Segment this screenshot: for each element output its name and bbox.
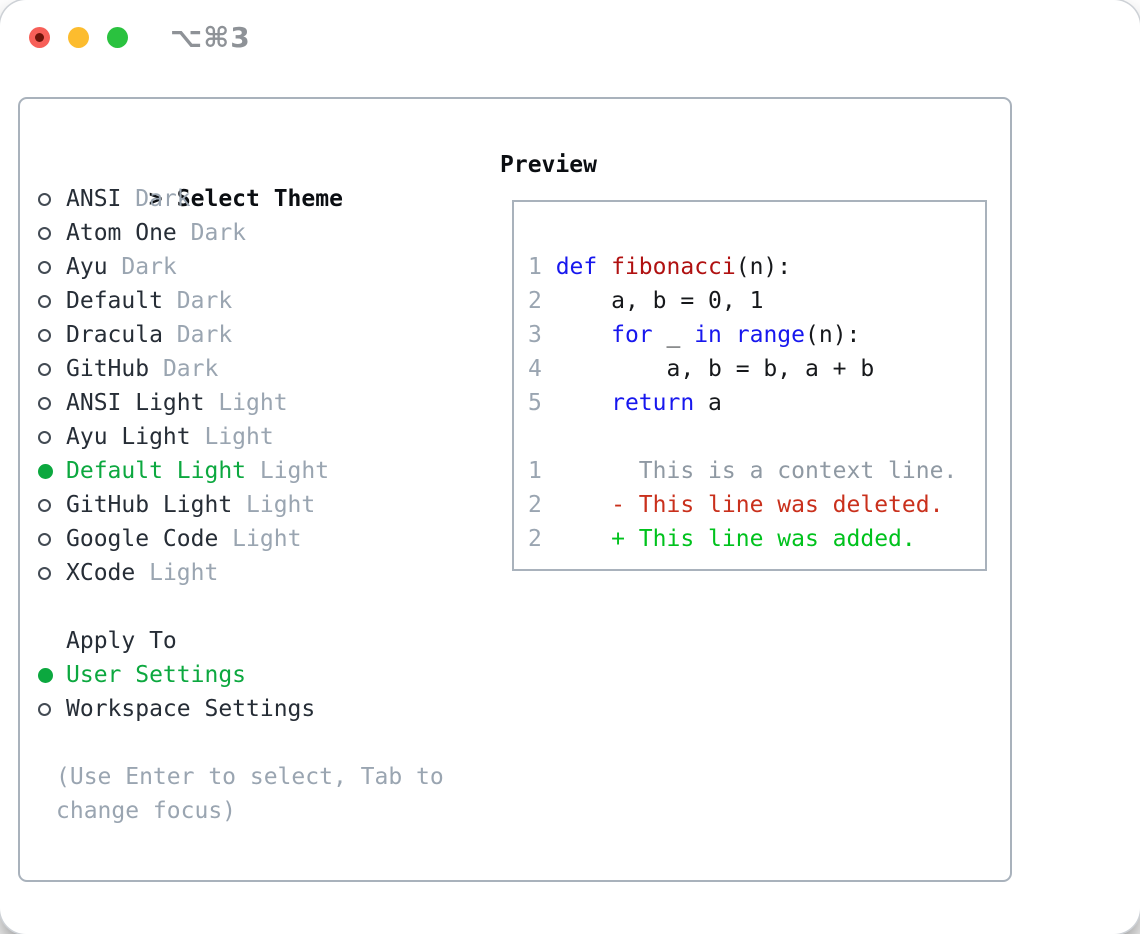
theme-item-default-light[interactable]: Default Light Light <box>38 454 500 488</box>
radio-unselected-icon <box>38 396 51 410</box>
theme-variant: Dark <box>162 288 233 314</box>
theme-item-ayu[interactable]: Ayu Dark <box>38 250 500 284</box>
traffic-lights <box>29 27 128 48</box>
theme-item-ansi[interactable]: ANSI Dark <box>38 182 500 216</box>
theme-item-ayu-light[interactable]: Ayu Light Light <box>38 420 500 454</box>
radio-unselected-icon <box>38 226 51 240</box>
close-button[interactable] <box>29 27 50 48</box>
theme-name: Atom One <box>66 220 177 246</box>
theme-variant: Light <box>218 526 302 552</box>
radio-selected-icon <box>38 667 53 683</box>
close-dot-icon <box>35 33 44 42</box>
radio-unselected-icon <box>38 498 51 512</box>
theme-variant: Dark <box>162 322 233 348</box>
code-line: 2 a, b = 0, 1 <box>528 288 764 314</box>
theme-name: Default <box>66 288 163 314</box>
radio-selected-icon <box>38 463 53 479</box>
apply-label: User Settings <box>66 662 247 688</box>
empty-line <box>528 216 985 250</box>
titlebar: ⌥⌘3 <box>0 0 1140 97</box>
preview-box: 1 def fibonacci(n): 2 a, b = 0, 1 3 for _ … <box>512 200 987 571</box>
theme-item-default[interactable]: Default Dark <box>38 284 500 318</box>
theme-variant: Dark <box>176 220 247 246</box>
theme-variant: Light <box>135 560 219 586</box>
radio-unselected-icon <box>38 532 51 546</box>
theme-item-xcode[interactable]: XCode Light <box>38 556 500 590</box>
preview-title: Preview <box>500 152 597 178</box>
theme-item-github[interactable]: GitHub Dark <box>38 352 500 386</box>
theme-name: Default Light <box>66 458 247 484</box>
radio-unselected-icon <box>38 430 51 444</box>
code-line: 1 def fibonacci(n): <box>528 254 792 280</box>
theme-item-atom-one[interactable]: Atom One Dark <box>38 216 500 250</box>
code-line: 4 a, b = b, a + b <box>528 356 875 382</box>
theme-item-github-light[interactable]: GitHub Light Light <box>38 488 500 522</box>
theme-name: XCode <box>66 560 136 586</box>
radio-unselected-icon <box>38 192 51 206</box>
theme-item-ansi-light[interactable]: ANSI Light Light <box>38 386 500 420</box>
radio-unselected-icon <box>38 566 51 580</box>
diff-line: 2 - This line was deleted. <box>528 492 944 518</box>
theme-variant: Dark <box>121 186 191 212</box>
theme-item-google-code[interactable]: Google Code Light <box>38 522 500 556</box>
theme-name: Ayu Light <box>66 424 191 450</box>
keyboard-hint: (Use Enter to select, Tab to change focu… <box>56 764 444 824</box>
apply-to-title: Apply To <box>66 628 177 654</box>
radio-unselected-icon <box>38 294 51 308</box>
theme-list-title: Select Theme <box>176 186 343 212</box>
code-line: 5 return a <box>528 390 722 416</box>
theme-name: GitHub <box>66 356 150 382</box>
theme-name: Google Code <box>66 526 219 552</box>
theme-variant: Light <box>246 458 330 484</box>
spacer <box>38 590 500 624</box>
theme-name: Ayu <box>66 254 108 280</box>
theme-variant: Light <box>190 424 274 450</box>
preview-column: Preview 1 def fibonacci(n): 2 a, b = 0, 1… <box>500 148 1010 880</box>
diff-line: 1 This is a context line. <box>528 458 958 484</box>
caret-icon: > <box>148 186 163 212</box>
radio-unselected-icon <box>38 362 51 376</box>
radio-unselected-icon <box>38 702 51 716</box>
radio-unselected-icon <box>38 328 51 342</box>
theme-name: ANSI Light <box>66 390 205 416</box>
theme-name: Dracula <box>66 322 163 348</box>
theme-variant: Dark <box>107 254 177 280</box>
apply-item-workspace-settings[interactable]: Workspace Settings <box>38 692 500 726</box>
theme-variant: Light <box>204 390 288 416</box>
minimize-button[interactable] <box>68 27 89 48</box>
code-line: 3 for _ in range(n): <box>528 322 861 348</box>
radio-unselected-icon <box>38 260 51 274</box>
theme-name: GitHub Light <box>66 492 233 518</box>
theme-variant: Light <box>232 492 316 518</box>
theme-variant: Dark <box>149 356 219 382</box>
theme-name: ANSI <box>66 186 122 212</box>
diff-line: 2 + This line was added. <box>528 526 916 552</box>
apply-item-user-settings[interactable]: User Settings <box>38 658 500 692</box>
zoom-button[interactable] <box>107 27 128 48</box>
keyboard-shortcut-label: ⌥⌘3 <box>170 21 251 54</box>
empty-line <box>528 420 985 454</box>
apply-label: Workspace Settings <box>66 696 316 722</box>
theme-list-header: > Select Theme <box>38 148 500 212</box>
theme-item-dracula[interactable]: Dracula Dark <box>38 318 500 352</box>
